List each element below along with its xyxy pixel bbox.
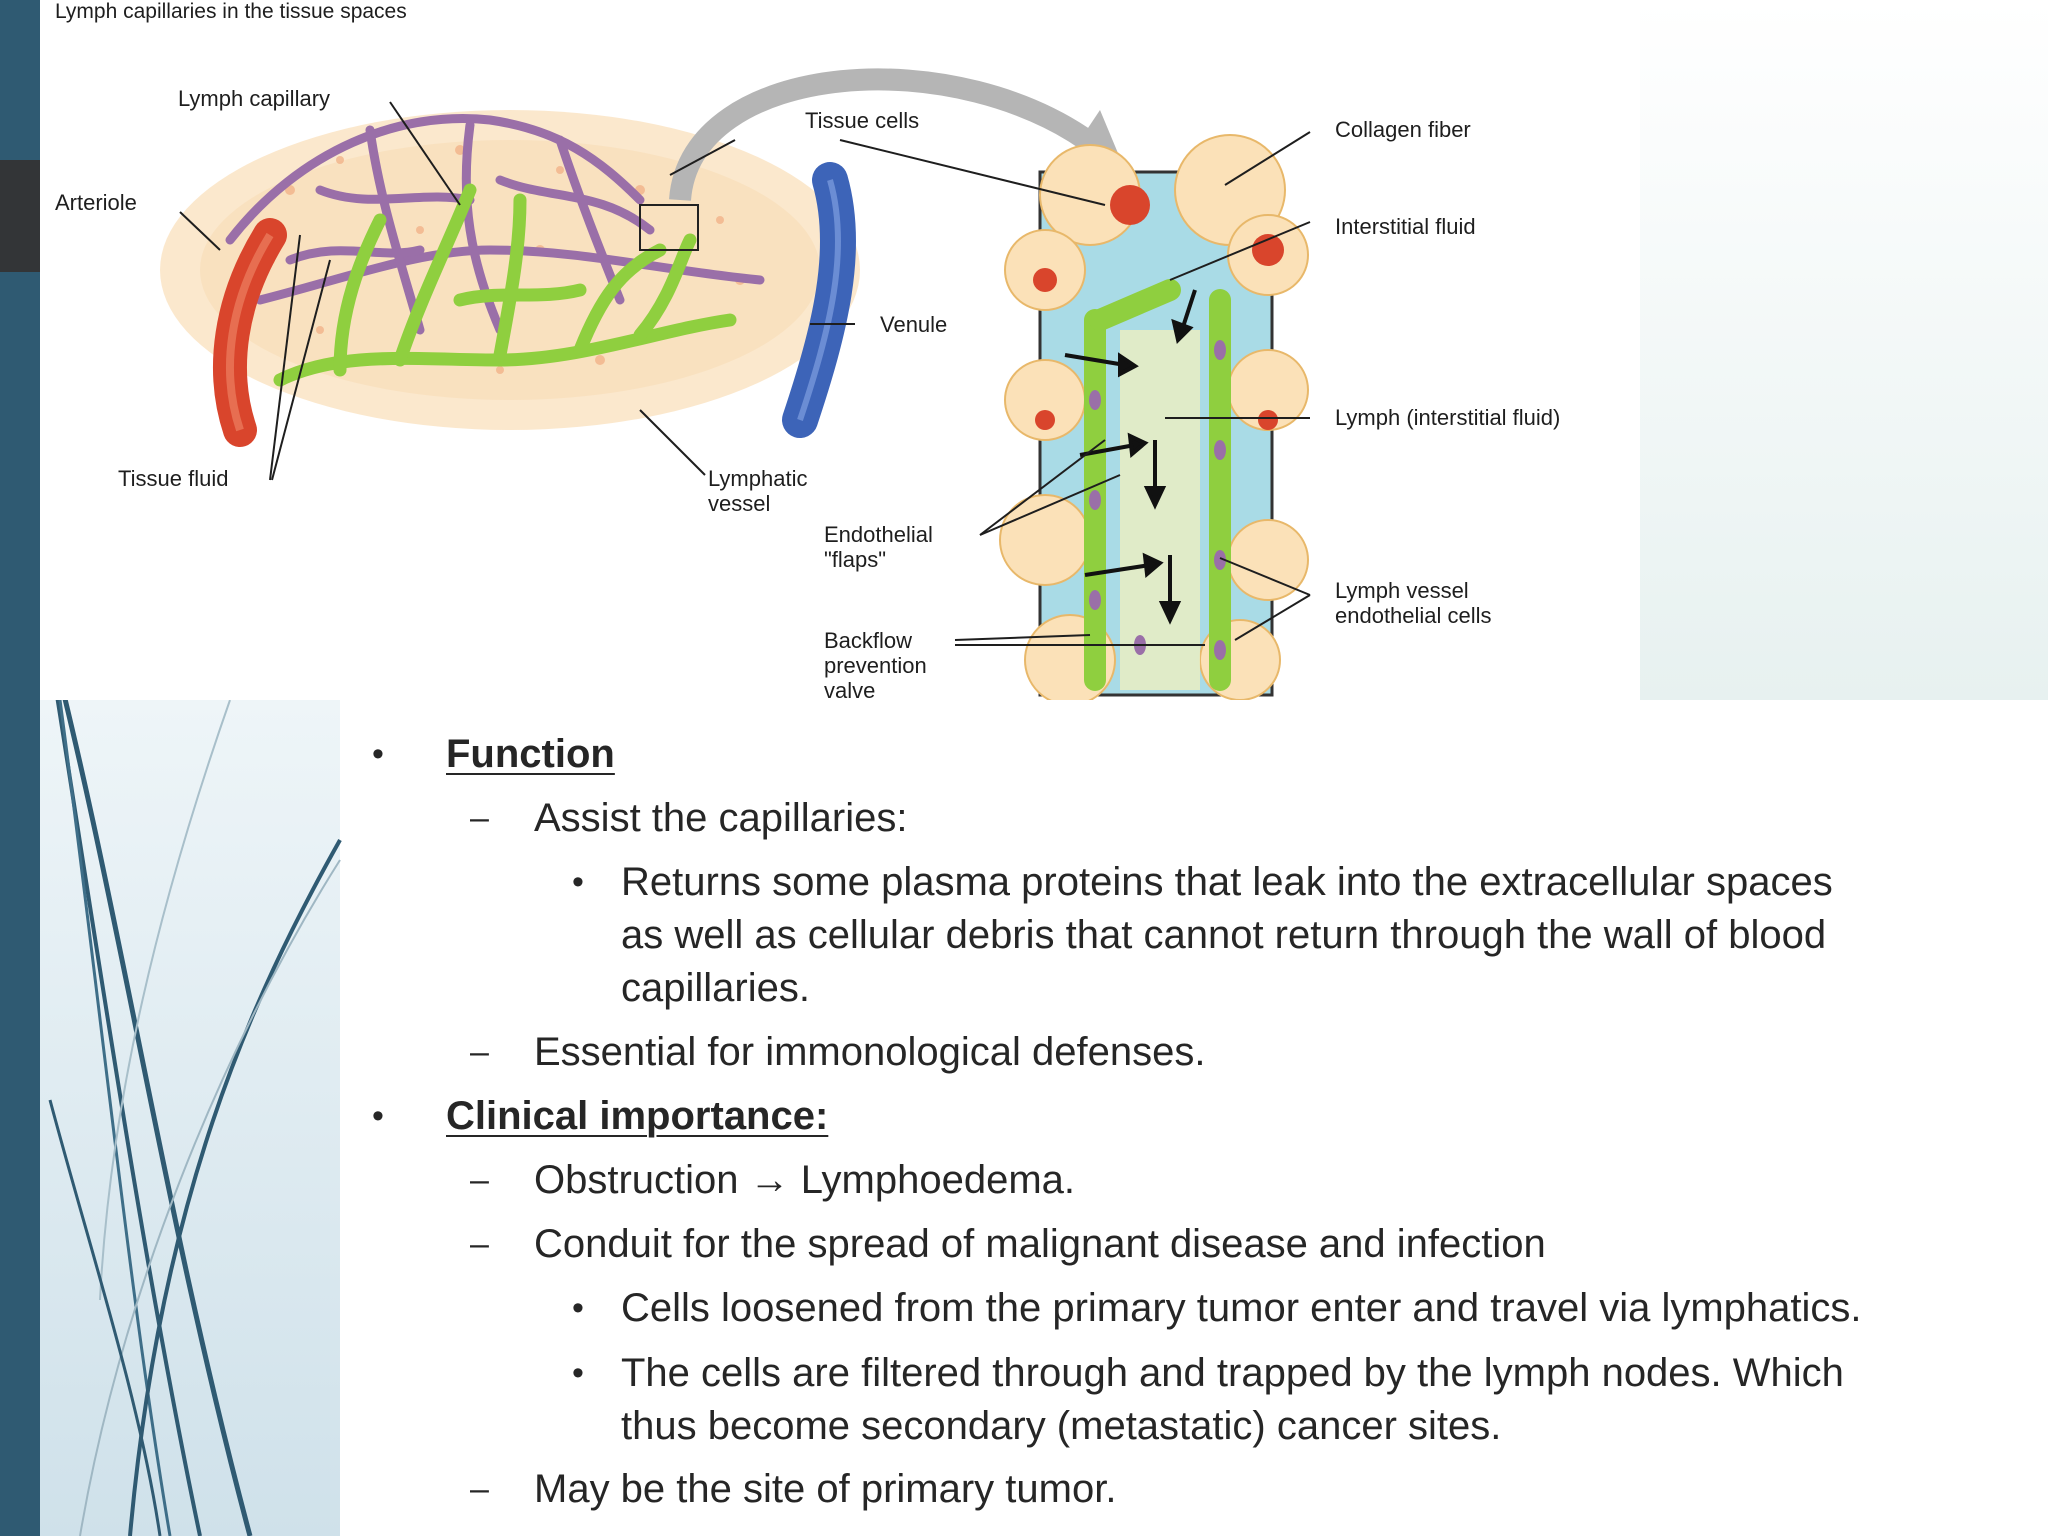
label-lymph-vessel-endothelial: Lymph vessel endothelial cells — [1335, 578, 1492, 628]
label-endothelial-flaps: Endothelial "flaps" — [824, 522, 933, 572]
dash-marker: – — [470, 1225, 489, 1263]
label-tissue-cells: Tissue cells — [805, 108, 920, 133]
label-venule: Venule — [880, 312, 948, 337]
lymph-capillaries — [273, 183, 737, 387]
label-interstitial-fluid: Interstitial fluid — [1335, 214, 1476, 239]
magnify-arrow — [669, 68, 1107, 202]
lymph-capillary-figure: Lymph capillaries in the tissue spaces L… — [40, 0, 1640, 703]
bullet-marker: • — [572, 1289, 584, 1327]
returns-line-3: capillaries. — [621, 966, 810, 1010]
decorative-curves — [37, 599, 342, 1536]
label-lymphatic-vessel: Lymphatic vessel — [708, 466, 808, 516]
bullet-marker: • — [572, 863, 584, 901]
cells-loosened-item: Cells loosened from the primary tumor en… — [621, 1286, 1862, 1330]
dash-marker: – — [470, 799, 489, 837]
returns-line-1: Returns some plasma proteins that leak i… — [621, 860, 1833, 904]
bullet-marker: • — [372, 735, 384, 773]
essential-item: Essential for immonological defenses. — [534, 1030, 1206, 1074]
figure-illustration — [160, 68, 1311, 700]
label-arteriole: Arteriole — [55, 190, 137, 215]
function-heading: Function — [446, 732, 615, 776]
label-lymph-capillary: Lymph capillary — [178, 86, 331, 111]
obstruction-item: Obstruction → Lymphoedema. — [534, 1158, 1075, 1202]
label-tissue-fluid: Tissue fluid — [118, 466, 229, 491]
returns-line-2: as well as cellular debris that cannot r… — [621, 913, 1827, 957]
inset-indicator-box — [639, 204, 699, 251]
bullet-marker: • — [572, 1354, 584, 1392]
dash-marker: – — [470, 1161, 489, 1199]
dash-marker: – — [470, 1470, 489, 1508]
leader-lines — [179, 101, 1311, 646]
inset-cell-nuclei — [1033, 185, 1284, 430]
left-decorative-panel — [40, 700, 340, 1536]
capillary-network — [225, 114, 765, 335]
inset-flow-arrows — [1064, 289, 1197, 625]
filtered-line-1: The cells are filtered through and trapp… — [621, 1351, 1844, 1395]
label-lymph-interstitial: Lymph (interstitial fluid) — [1335, 405, 1561, 430]
label-collagen-fiber: Collagen fiber — [1335, 117, 1471, 142]
right-decorative-panel — [1640, 0, 2048, 700]
clinical-heading: Clinical importance: — [446, 1094, 829, 1138]
label-backflow-valve: Backflow prevention valve — [824, 628, 927, 703]
figure-title: Lymph capillaries in the tissue spaces — [55, 0, 407, 23]
inset-endothelial-nuclei — [1089, 340, 1226, 660]
assist-item: Assist the capillaries: — [534, 796, 908, 840]
bullet-marker: • — [372, 1097, 384, 1135]
primary-tumor-item: May be the site of primary tumor. — [534, 1467, 1117, 1511]
conduit-item: Conduit for the spread of malignant dise… — [534, 1222, 1546, 1266]
inset-lymph-lumen — [1120, 330, 1200, 690]
filtered-line-2: thus become secondary (metastatic) cance… — [621, 1404, 1502, 1448]
dash-marker: – — [470, 1033, 489, 1071]
